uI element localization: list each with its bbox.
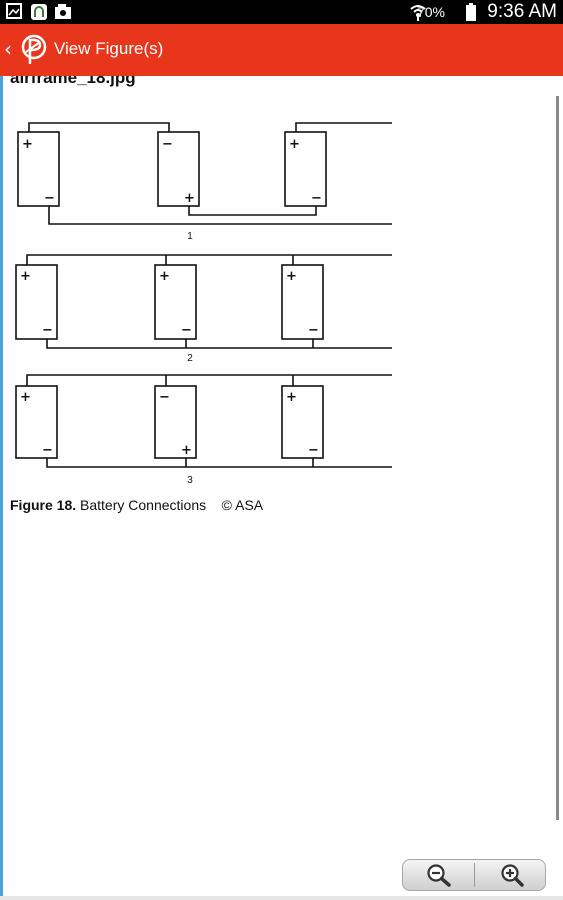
diagram-label-1: 1	[187, 231, 193, 242]
terminal-positive: +	[286, 390, 297, 405]
diagram-label-3: 3	[187, 475, 193, 486]
diagram-label-2: 2	[187, 353, 193, 364]
battery-percent: 70%	[416, 4, 445, 20]
photo-notification-icon	[55, 4, 71, 19]
zoom-in-button[interactable]	[475, 860, 547, 890]
terminal-negative: −	[311, 191, 322, 206]
terminal-positive: +	[286, 269, 297, 284]
app-bar-overlay: ‹ View Figure(s)	[0, 24, 563, 76]
terminal-negative: −	[42, 443, 53, 458]
zoom-control	[402, 859, 546, 891]
terminal-positive: +	[22, 137, 33, 152]
terminal-negative: −	[42, 323, 53, 338]
app-notification-icon	[31, 4, 47, 20]
wifi-icon	[410, 5, 426, 21]
terminal-positive: +	[184, 191, 195, 206]
app-bar-background	[0, 24, 563, 76]
battery-icon	[466, 3, 476, 21]
zoom-divider	[474, 863, 475, 887]
zoom-out-icon	[427, 864, 451, 887]
terminal-negative: −	[308, 443, 319, 458]
terminal-negative: −	[159, 390, 170, 405]
app-logo-icon[interactable]	[20, 34, 48, 66]
battery-cell	[154, 385, 197, 459]
terminal-positive: +	[181, 443, 192, 458]
vertical-scrollbar[interactable]	[556, 96, 559, 820]
terminal-positive: +	[20, 269, 31, 284]
picture-notification-icon	[6, 3, 22, 19]
zoom-in-icon	[501, 864, 524, 887]
diagram-2	[15, 254, 392, 349]
battery-cell	[154, 264, 197, 340]
battery-connections-figure: + − − + + − + − + − + − + − − + + − 1 2 …	[15, 122, 392, 486]
diagram-3	[15, 374, 392, 468]
diagram-1	[17, 122, 392, 225]
battery-cell	[17, 131, 60, 207]
zoom-out-button[interactable]	[403, 860, 475, 890]
figure-caption: Figure 18. Battery Connections © ASA	[10, 497, 263, 513]
battery-cell	[281, 385, 324, 459]
caption-title: Battery Connections	[76, 497, 207, 513]
battery-cell	[157, 131, 200, 207]
caption-copyright: © ASA	[221, 497, 264, 513]
battery-cell	[15, 264, 58, 340]
left-edge-highlight	[0, 76, 3, 900]
bottom-divider	[0, 896, 563, 900]
terminal-negative: −	[162, 137, 173, 152]
terminal-negative: −	[44, 191, 55, 206]
app-bar-title: View Figure(s)	[54, 39, 164, 58]
caption-figure-number: Figure 18.	[10, 497, 77, 513]
status-bar: 70% 9:36 AM	[0, 0, 563, 24]
terminal-negative: −	[181, 323, 192, 338]
terminal-positive: +	[20, 390, 31, 405]
clock: 9:36 AM	[487, 1, 557, 22]
battery-cell	[15, 385, 58, 459]
terminal-positive: +	[289, 137, 300, 152]
back-button[interactable]: ‹	[4, 37, 12, 61]
terminal-negative: −	[308, 323, 319, 338]
battery-cell	[284, 131, 327, 207]
terminal-positive: +	[159, 269, 170, 284]
battery-cell	[281, 264, 324, 340]
